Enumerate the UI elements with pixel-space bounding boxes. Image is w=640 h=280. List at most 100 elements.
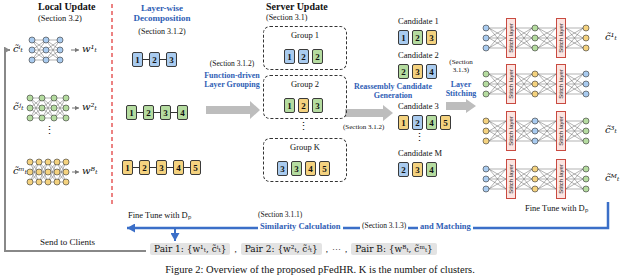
layer-block: 1 bbox=[398, 30, 409, 45]
pair-box: Pair B: {wᴮₜ, c̃ᵐₜ} bbox=[351, 243, 437, 255]
flow-arrow bbox=[345, 105, 393, 121]
note-text: (Section 3.1.3) bbox=[360, 222, 408, 231]
note-text: (Section 3.1.2) bbox=[203, 60, 261, 69]
math-symbol: c̃ʲₜ bbox=[13, 101, 24, 113]
layer-block: 1 bbox=[132, 52, 143, 67]
stitch-text: Stitch layer bbox=[558, 69, 564, 99]
note-text: Send to Clients bbox=[40, 237, 95, 247]
client-network bbox=[27, 159, 69, 185]
layer-number: 2 bbox=[401, 165, 406, 175]
layer-number: 2 bbox=[152, 55, 157, 65]
pair-text: Pair B: {wᴮₜ, c̃ᵐₜ} bbox=[355, 244, 433, 254]
layer-number: 5 bbox=[443, 118, 448, 128]
layer-block: 2 bbox=[398, 162, 409, 177]
stitch-layer: Stitch layer bbox=[556, 18, 566, 58]
math-symbol: w²ₜ bbox=[82, 101, 97, 113]
stitch-layer: Stitch layer bbox=[556, 64, 566, 104]
pair-box: Pair 1: {w¹ₜ, c̃ⁱₜ} bbox=[150, 243, 230, 255]
group-heading: Group 2 bbox=[264, 79, 346, 89]
pair-text: Pair 2: {w²ₜ, c̃ʲₜ} bbox=[245, 244, 318, 254]
layer-number: 1 bbox=[287, 101, 292, 111]
candidate-network bbox=[483, 166, 589, 192]
layer-block: 3 bbox=[312, 98, 323, 113]
stitch-text: Stitch layer bbox=[508, 116, 514, 146]
note-text: , bbox=[345, 244, 347, 254]
step-label: Function-driven Layer Grouping bbox=[203, 71, 261, 89]
layer-block: 3 bbox=[156, 160, 167, 175]
layer-number: 2 bbox=[415, 33, 420, 43]
layer-block: 2 bbox=[398, 64, 409, 79]
stitch-text: Stitch layer bbox=[508, 69, 514, 99]
layer-number: 1 bbox=[125, 163, 130, 173]
layer-block: 4 bbox=[305, 161, 316, 176]
layer-block: 3 bbox=[160, 105, 171, 120]
layer-number: 3 bbox=[294, 164, 299, 174]
layer-block: 4 bbox=[426, 115, 437, 130]
send-arrow bbox=[5, 50, 146, 251]
note-text: Candidate 3 bbox=[398, 102, 439, 112]
layer-number: 3 bbox=[159, 163, 164, 173]
section-heading: Server Update bbox=[266, 1, 328, 13]
flow-arrow bbox=[446, 99, 476, 113]
note-text: (Section 3.1) bbox=[266, 13, 307, 22]
layer-block: 3 bbox=[412, 162, 423, 177]
stitch-text: Stitch layer bbox=[558, 116, 564, 146]
stitch-layer: Stitch layer bbox=[506, 18, 516, 58]
step-label: Similarity Calculation bbox=[258, 222, 343, 232]
layer-number: 4 bbox=[429, 118, 434, 128]
note-text: (Section 3.1.2) bbox=[343, 123, 384, 131]
layer-block: 5 bbox=[440, 115, 451, 130]
layer-block: 2 bbox=[143, 105, 154, 120]
note-text: Candidate 1 bbox=[398, 17, 439, 27]
layer-block: 1 bbox=[126, 105, 137, 120]
note-text: , bbox=[326, 244, 328, 254]
layer-number: 2 bbox=[315, 52, 320, 62]
layer-number: 4 bbox=[308, 164, 313, 174]
feedback-arrow bbox=[174, 229, 176, 241]
divider-line bbox=[111, 4, 112, 205]
flow-arrow bbox=[206, 101, 260, 119]
math-symbol: c̃³ₜ bbox=[605, 124, 617, 136]
layer-block: 1 bbox=[398, 115, 409, 130]
layer-group: Group 2 123 bbox=[263, 75, 347, 119]
layer-block: 2 bbox=[298, 49, 309, 64]
layer-number: 1 bbox=[401, 33, 406, 43]
layer-number: 1 bbox=[401, 118, 406, 128]
layer-number: 2 bbox=[401, 67, 406, 77]
layer-group: Group 1122 bbox=[263, 26, 347, 70]
client-network bbox=[29, 37, 63, 63]
layer-number: 3 bbox=[415, 165, 420, 175]
section-heading: Local Update bbox=[38, 1, 96, 13]
step-label: and Matching bbox=[418, 222, 473, 232]
layer-number: 1 bbox=[135, 55, 140, 65]
math-symbol: c̃ᵐₜ bbox=[13, 165, 27, 177]
layer-number: 5 bbox=[322, 164, 327, 174]
note-text: ··· bbox=[332, 244, 341, 254]
math-symbol: c̃¹ₜ bbox=[605, 31, 617, 43]
note-text: ⋮ bbox=[298, 120, 309, 133]
stitch-text: Stitch layer bbox=[508, 164, 514, 194]
layer-number: 4 bbox=[429, 67, 434, 77]
note-text: ⋮ bbox=[44, 124, 55, 137]
client-network bbox=[27, 95, 69, 121]
layer-block: 2 bbox=[298, 98, 309, 113]
layer-block: 2 bbox=[412, 115, 423, 130]
layer-number: 2 bbox=[415, 118, 420, 128]
layer-block: 5 bbox=[190, 160, 201, 175]
layer-number: 3 bbox=[280, 164, 285, 174]
stitch-text: Stitch layer bbox=[508, 23, 514, 53]
layer-block: 4 bbox=[426, 162, 437, 177]
layer-number: 3 bbox=[429, 33, 434, 43]
layer-number: 2 bbox=[142, 163, 147, 173]
note-text: Candidate 2 bbox=[398, 51, 439, 61]
note-text: (Section 3.1.1) bbox=[258, 211, 302, 220]
note-text: (Section 3.2) bbox=[38, 14, 82, 24]
layer-block: 3 bbox=[426, 30, 437, 45]
layer-number: 2 bbox=[301, 101, 306, 111]
figure-caption: Figure 2: Overview of the proposed pFedH… bbox=[0, 264, 640, 275]
layer-group: Group K3345 bbox=[263, 138, 347, 182]
group-heading: Group 1 bbox=[264, 30, 346, 40]
note-text: Fine Tune with Dₚ bbox=[128, 211, 191, 221]
